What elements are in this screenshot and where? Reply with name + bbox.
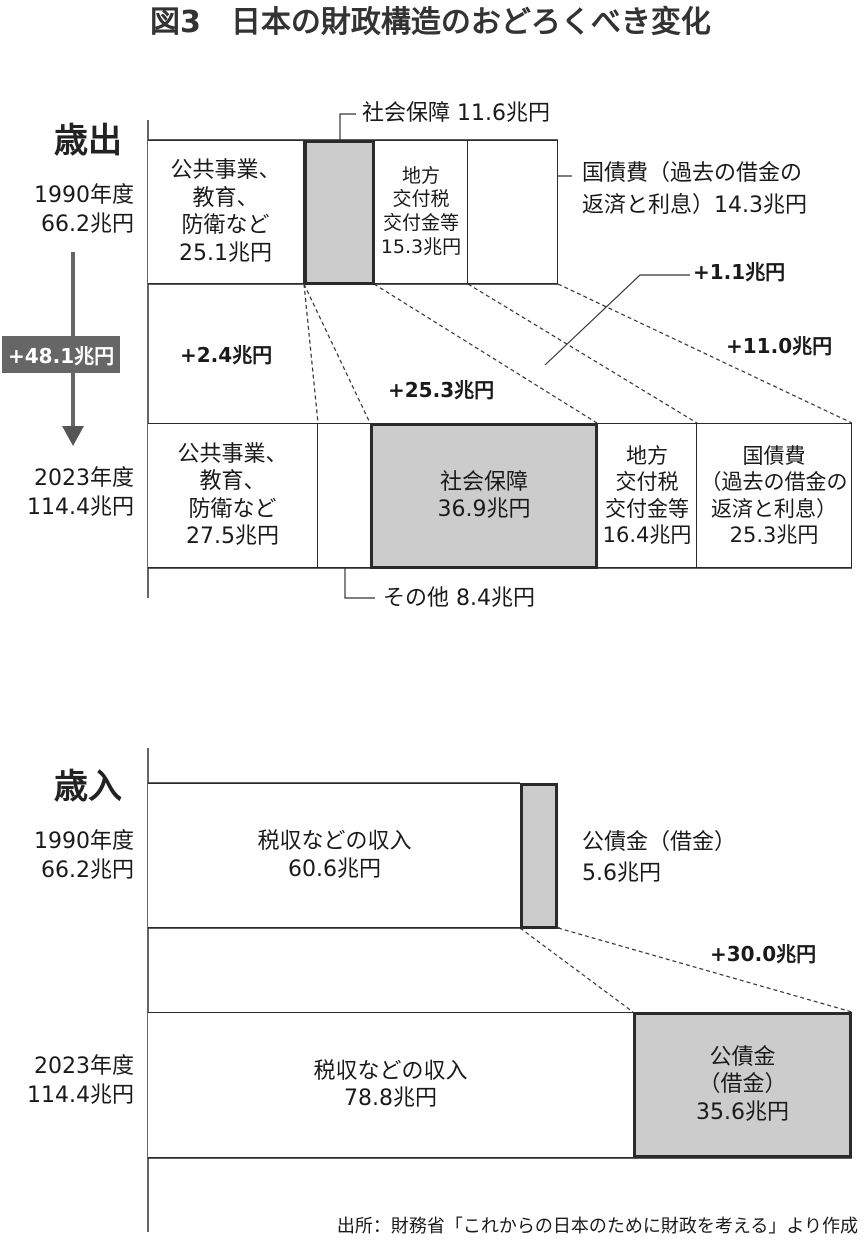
exp-year-1990-label: 1990年度	[34, 183, 134, 208]
exp2023-public-works-line2: 教育、	[199, 469, 266, 494]
rev1990-tax: 税収などの収入 60.6兆円	[148, 783, 522, 928]
exp1990-debt-callout-line2: 返済と利息）14.3兆円	[582, 192, 807, 218]
expenditure-heading: 歳出	[54, 121, 122, 161]
exp2023-local-tax-line2: 交付税	[615, 470, 679, 495]
exp2023-public-works-value: 27.5兆円	[186, 524, 279, 549]
exp1990-local-tax-line3: 交付金等	[382, 212, 459, 234]
rev-year-1990-total: 66.2兆円	[41, 857, 134, 883]
exp1990-public-works-value: 25.1兆円	[179, 240, 272, 266]
exp2023-debt-line2: （過去の借金の	[700, 470, 848, 495]
rev1990-tax-label: 税収などの収入	[257, 829, 412, 854]
change-local-tax: +1.1兆円	[693, 260, 786, 284]
exp2023-local-tax-line1: 地方	[626, 444, 668, 468]
exp1990-local-tax-value: 15.3兆円	[380, 235, 462, 258]
exp2023-local-tax-value: 16.4兆円	[602, 522, 692, 547]
exp1990-debt	[467, 140, 558, 284]
change-bonds: +30.0兆円	[710, 942, 817, 966]
rev2023-bonds-label: 公債金	[709, 1044, 776, 1070]
rev2023-tax-label: 税収などの収入	[313, 1058, 468, 1084]
rev1990-bonds-callout-line1: 公債金（借金）	[582, 830, 737, 855]
exp1990-public-works-line2: 教育、	[192, 185, 259, 211]
exp2023-social-security: 社会保障 36.9兆円	[370, 423, 598, 569]
exp2023-debt: 国債費 （過去の借金の 返済と利息） 25.3兆円	[696, 423, 852, 568]
figure-title: 図3 日本の財政構造のおどろくべき変化	[150, 5, 711, 40]
change-debt: +11.0兆円	[726, 334, 833, 358]
total-increase-badge: +48.1兆円	[2, 336, 121, 373]
exp-year-1990-total: 66.2兆円	[41, 211, 134, 237]
exp1990-public-works-line1: 公共事業、	[170, 158, 281, 183]
exp2023-other-callout: その他 8.4兆円	[383, 586, 535, 611]
exp2023-public-works-line1: 公共事業、	[177, 441, 288, 467]
change-public-works: +2.4兆円	[180, 343, 273, 367]
exp-year-2023-total: 114.4兆円	[27, 494, 134, 520]
exp1990-public-works: 公共事業、 教育、 防衛など 25.1兆円	[148, 140, 304, 284]
exp2023-debt-line1: 国債費	[742, 444, 806, 468]
exp2023-local-tax: 地方 交付税 交付金等 16.4兆円	[597, 423, 697, 568]
exp-year-2023: 2023年度 114.4兆円	[14, 465, 134, 522]
exp1990-local-tax-line1: 地方	[401, 164, 440, 187]
rev-year-2023-label: 2023年度	[34, 1054, 134, 1079]
rev-year-1990: 1990年度 66.2兆円	[14, 828, 134, 885]
exp-year-2023-label: 2023年度	[34, 466, 134, 491]
exp-year-1990: 1990年度 66.2兆円	[14, 182, 134, 239]
exp1990-social-security-callout: 社会保障 11.6兆円	[362, 101, 550, 126]
exp2023-public-works: 公共事業、 教育、 防衛など 27.5兆円	[148, 423, 318, 568]
rev1990-tax-value: 60.6兆円	[288, 856, 381, 882]
exp2023-social-security-value: 36.9兆円	[437, 497, 531, 522]
exp2023-local-tax-line3: 交付金等	[605, 496, 689, 521]
rev2023-bonds-sub: （借金）	[698, 1072, 787, 1098]
exp1990-social-security	[304, 140, 375, 285]
rev2023-tax: 税収などの収入 78.8兆円	[148, 1012, 634, 1158]
revenue-heading: 歳入	[54, 767, 122, 807]
exp2023-debt-value: 25.3兆円	[729, 522, 819, 547]
rev2023-tax-value: 78.8兆円	[344, 1086, 437, 1111]
exp2023-debt-line3: 返済と利息）	[711, 496, 837, 521]
exp1990-local-tax-line2: 交付税	[392, 188, 450, 211]
change-social-security: +25.3兆円	[388, 378, 495, 402]
rev1990-bonds-callout-line2: 5.6兆円	[582, 860, 661, 886]
rev2023-bonds: 公債金 （借金） 35.6兆円	[633, 1012, 852, 1158]
exp1990-public-works-line3: 防衛など	[181, 213, 270, 238]
rev2023-bonds-value: 35.6兆円	[696, 1099, 789, 1125]
rev1990-bonds-callout: 公債金（借金） 5.6兆円	[582, 828, 736, 890]
exp1990-local-tax: 地方 交付税 交付金等 15.3兆円	[374, 140, 468, 284]
rev-year-2023: 2023年度 114.4兆円	[14, 1053, 134, 1110]
exp2023-social-security-label: 社会保障	[439, 469, 528, 495]
rev-year-2023-total: 114.4兆円	[27, 1082, 134, 1108]
rev-year-1990-label: 1990年度	[34, 829, 134, 854]
exp2023-public-works-line3: 防衛など	[188, 496, 277, 522]
source-note: 出所：財務省「これからの日本のために財政を考える」より作成	[336, 1216, 858, 1237]
exp2023-other	[317, 423, 371, 568]
exp1990-debt-callout-line1: 国債費（過去の借金の	[582, 161, 803, 186]
rev1990-bonds	[520, 783, 558, 929]
exp1990-debt-callout: 国債費（過去の借金の 返済と利息）14.3兆円	[582, 158, 807, 222]
